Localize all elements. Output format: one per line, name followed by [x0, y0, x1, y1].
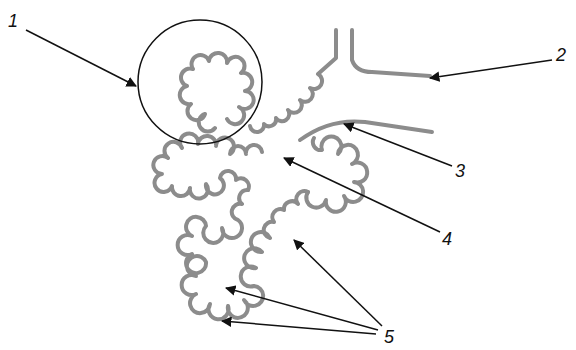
callout-number: 1	[8, 12, 18, 30]
leader-line	[284, 158, 440, 232]
callout-number: 4	[442, 230, 452, 248]
leader-line	[26, 30, 136, 86]
leader-line	[430, 60, 552, 78]
callout-number: 5	[384, 328, 394, 346]
blood-vessel	[300, 121, 432, 140]
alveolar-sac	[306, 137, 367, 212]
alveolar-sac	[178, 190, 308, 319]
alveolar-duct	[250, 30, 336, 132]
leader-line	[344, 124, 452, 166]
alveolar-walls	[153, 30, 432, 319]
alveolar-sac	[180, 53, 254, 132]
leader-line	[222, 321, 376, 334]
highlight-circle	[138, 20, 262, 144]
callout-number: 3	[455, 162, 465, 180]
callout-number: 2	[556, 46, 566, 64]
leader-lines	[26, 30, 552, 334]
bronchiole	[352, 30, 430, 76]
leader-line	[294, 240, 382, 326]
